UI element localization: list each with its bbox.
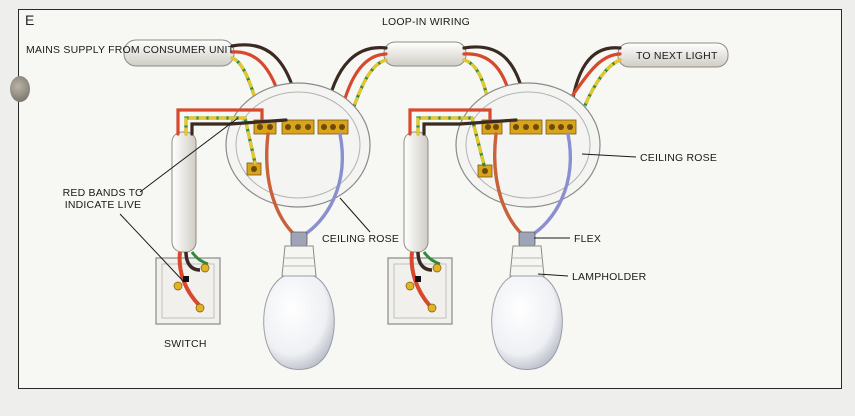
ceiling-rose-label-2: CEILING ROSE <box>640 152 718 164</box>
ceiling-rose-2 <box>455 82 601 208</box>
flex-label: FLEX <box>574 233 602 245</box>
switch-cable-2 <box>403 131 429 253</box>
punch-hole <box>10 76 30 102</box>
lampholder-label: LAMPHOLDER <box>572 271 647 283</box>
lamp-1 <box>263 231 335 370</box>
switch-1 <box>155 251 221 325</box>
red-bands-label: RED BANDS TO INDICATE LIVE <box>62 187 144 211</box>
ceiling-rose-1 <box>225 82 371 208</box>
mains-supply-label: MAINS SUPPLY FROM CONSUMER UNIT <box>26 44 235 56</box>
leader-lines <box>119 117 637 283</box>
loop-in-wiring-title: LOOP-IN WIRING <box>382 16 470 28</box>
lamp-2 <box>491 231 563 370</box>
switch-2 <box>387 251 453 325</box>
diagram-frame: E <box>18 9 842 389</box>
loop-cable <box>383 41 467 67</box>
flex-1 <box>265 132 345 238</box>
flex-2 <box>493 132 573 238</box>
next-light-label: TO NEXT LIGHT <box>636 50 718 62</box>
ceiling-rose-label-1: CEILING ROSE <box>322 233 400 245</box>
switch-drop-wires-2 <box>408 108 518 167</box>
figure-letter: E <box>25 12 35 28</box>
switch-label: SWITCH <box>164 338 207 350</box>
switch-cable-1 <box>171 131 197 253</box>
switch-drop-wires-1 <box>176 108 288 165</box>
